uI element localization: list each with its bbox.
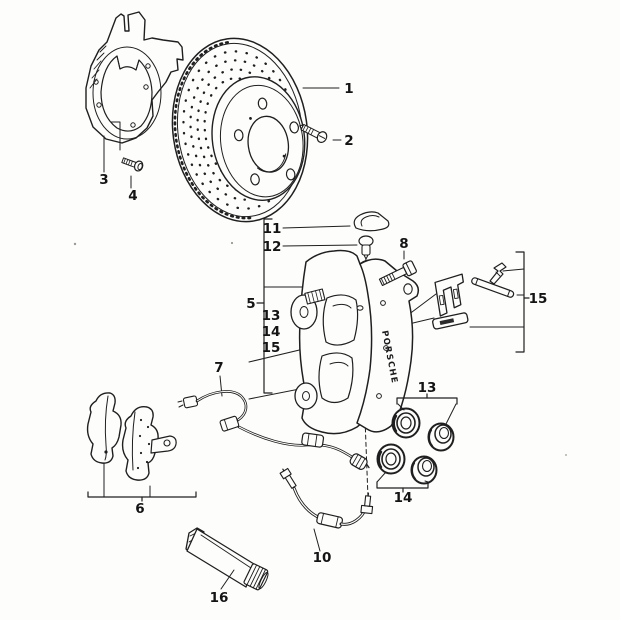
pad-friction-dots [136,418,151,470]
seal-upper-bracket [396,393,458,425]
callout-7: 7 [214,360,223,376]
callout-12: 12 [263,239,282,255]
callout-10: 10 [313,550,332,566]
pad-set-bracket [87,462,197,502]
callout-15: 15 [529,291,548,307]
callout-13: 13 [418,380,437,396]
callout-3: 3 [99,172,108,188]
bleeder-cap [353,211,390,232]
boot-lower-right [410,455,438,485]
sensor-plug-left [177,395,199,409]
callout-16: 16 [210,590,229,606]
bleeder-port [356,305,364,311]
shield-holes [93,63,151,128]
caliper-pad-windows [318,294,359,404]
pad-retaining-plates [432,273,469,330]
bleeder-valve [358,235,374,260]
callout-sub-13: 13 [262,308,281,324]
disc-lug-holes [233,97,299,186]
brake-hose [279,467,374,552]
callout-2: 2 [344,133,353,149]
hose-fitting-right [360,492,374,515]
wear-sensor-wire [177,375,370,470]
boot-upper-right [427,422,455,452]
caliper-top-block [304,288,326,305]
disc-mounting-screw [299,123,328,143]
brake-pad-right [121,406,177,481]
callout-11: 11 [263,221,282,237]
sensor-plug-right [349,453,370,470]
retaining-clip [489,262,507,285]
seal-upper-left [391,407,421,439]
callout-14: 14 [394,490,413,506]
leader-lines [103,87,405,260]
disc-hub [211,76,306,201]
caliper-mount-bolt [378,260,417,287]
brake-caliper: PORSCHE [290,249,420,435]
seal-lower-bracket [376,471,429,493]
tube-cap [243,563,269,591]
seal-lower-left [376,443,406,475]
brake-pad-left [86,392,122,464]
grease-tube [185,527,269,591]
hose-fitting-left [279,467,297,489]
callout-6: 6 [135,501,144,517]
sensor-inline-connector [301,432,325,448]
splash-shield [85,11,184,144]
callout-5: 5 [246,296,255,312]
caliper-bolt-hole [403,283,413,295]
paper-speckles [73,241,567,456]
callout-1: 1 [344,81,353,97]
callout-4: 4 [128,188,137,204]
disc-vent-edge [173,41,254,220]
hose-sleeve [316,512,344,529]
callout-sub-14: 14 [262,324,281,340]
hardware-group-bracket [469,251,530,353]
shield-screw [121,157,144,172]
brake-disc [171,37,309,223]
sensor-clip [219,415,240,432]
callout-sub-15: 15 [262,340,281,356]
callout-8: 8 [399,236,408,252]
